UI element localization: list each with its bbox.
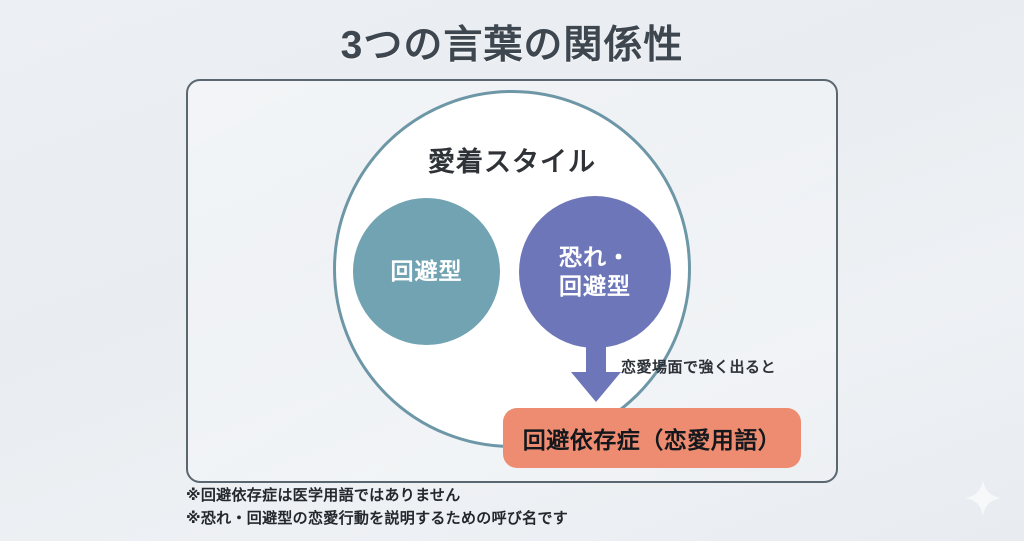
- arrow-caption: 恋愛場面で強く出ると: [621, 359, 777, 376]
- sparkle-icon: [962, 477, 1004, 519]
- attachment-style-label: 愛着スタイル: [428, 147, 596, 177]
- avoidant-type-label: 回避型: [390, 257, 463, 284]
- fearful-avoidant-label-line1: 恐れ・: [559, 243, 631, 270]
- fearful-avoidant-type-circle: 恐れ・ 回避型: [519, 196, 671, 348]
- footnote-1: ※回避依存症は医学用語ではありません: [186, 487, 461, 504]
- avoidant-type-circle: 回避型: [353, 198, 500, 345]
- fearful-avoidant-label-line2: 回避型: [559, 273, 631, 299]
- fearful-avoidant-type-label: 恐れ・ 回避型: [559, 243, 631, 302]
- term-box-label: 回避依存症（恋愛用語）: [522, 427, 782, 453]
- footnote-2: ※恐れ・回避型の恋愛行動を説明するための呼び名です: [186, 509, 569, 527]
- term-box: 回避依存症（恋愛用語）: [503, 408, 801, 468]
- arrow-down-icon: [568, 330, 624, 404]
- footnotes: ※回避依存症は医学用語ではありません ※恐れ・回避型の恋愛行動を説明するための呼…: [186, 485, 568, 531]
- page-title: 3つの言葉の関係性: [340, 24, 684, 67]
